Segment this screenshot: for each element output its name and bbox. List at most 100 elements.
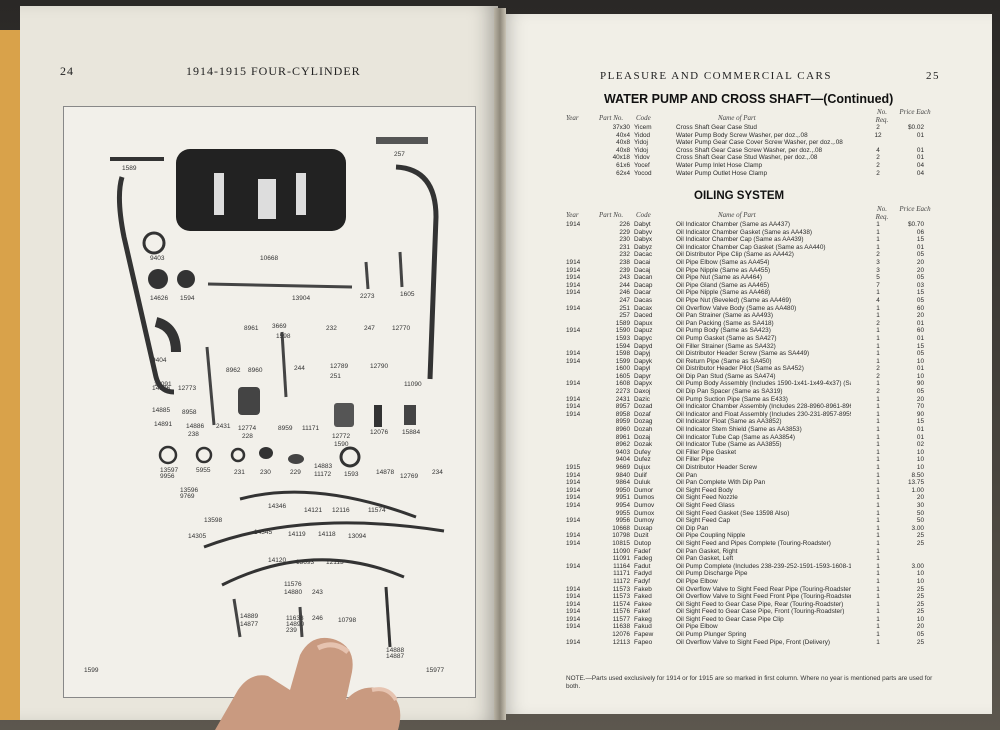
cell-qty-required: 1 — [876, 380, 880, 388]
cell-part-no: 62x4 — [616, 169, 630, 177]
cell-year: 1914 — [566, 600, 581, 608]
cell-part-name: Oil Indicator Chamber (Same as AA437) — [676, 221, 791, 228]
cell-part-name: Oil Pan Complete With Dip Pan — [676, 479, 766, 487]
cell-code: Dapuz — [634, 327, 653, 335]
cell-year: 1914 — [566, 486, 581, 494]
cell-part-no: 11172 — [613, 577, 630, 585]
diagram-part-label: 234 — [432, 469, 443, 476]
cell-qty-required: 1 — [876, 593, 880, 601]
cell-code: Fadut — [634, 562, 651, 570]
cell-part-no: 40x8 — [616, 139, 630, 147]
cell-part-no: 1590 — [615, 327, 630, 335]
cell-part-no: 11164 — [613, 562, 630, 570]
cell-part-no: 2273 — [615, 388, 630, 396]
cell-part-no: 8962 — [615, 441, 630, 449]
cell-part-no: 247 — [619, 296, 630, 304]
cell-part-no: 226 — [619, 221, 630, 228]
section-title-water-pump: WATER PUMP AND CROSS SHAFT—(Continued) — [604, 92, 894, 106]
cell-qty-required: 1 — [876, 236, 880, 244]
cell-code: Dapyr — [634, 372, 652, 380]
diagram-part-label: 10668 — [260, 255, 279, 262]
cell-part-name: Oil Indicator Stem Shield (Same as AA385… — [676, 426, 802, 434]
cell-price: 20 — [916, 266, 924, 274]
cell-code: Fakee — [634, 600, 652, 608]
cell-price: 15 — [916, 289, 924, 297]
cell-part-name: Oil Sight Feed Nozzle — [676, 494, 738, 502]
cell-part-no: 12113 — [612, 638, 630, 646]
diagram-part-label: 244 — [294, 365, 305, 372]
cell-code: Dozag — [634, 418, 653, 426]
cell-qty-required: 1 — [876, 501, 880, 509]
cell-qty-required: 1 — [876, 327, 880, 335]
cell-price: 10 — [916, 456, 924, 464]
cell-part-name: Oil Dip Pan Stud (Same as SA474) — [676, 372, 776, 380]
diagram-part-label: 14121 — [304, 507, 323, 514]
cell-part-no: 11574 — [612, 600, 630, 608]
cell-part-name: Oil Pipe Nut (Same as AA464) — [676, 274, 762, 282]
cell-part-name: Water Pump Body Screw Washer, per doz.,.… — [676, 131, 808, 139]
diagram-part-label: 12770 — [392, 325, 411, 332]
diagram-part-label: 243 — [312, 589, 323, 596]
cell-part-name: Water Pump Gear Case Cover Screw Washer,… — [676, 139, 843, 147]
cell-year: 1914 — [566, 281, 581, 289]
cell-part-name: Oil Distributor Header Pilot (Same as SA… — [676, 365, 804, 373]
cell-price: 25 — [916, 593, 924, 601]
diagram-part-label: 9403 — [150, 255, 165, 262]
diagram-part-label: 239 — [286, 627, 297, 634]
left-gasket-shape — [116, 176, 175, 395]
cell-part-name: Oil Pump Gasket (Same as SA427) — [676, 334, 777, 342]
cell-code: Yidoj — [634, 139, 648, 147]
diagram-part-label: 11171 — [302, 425, 320, 432]
cell-part-no: 11090 — [612, 547, 630, 555]
cell-price: 90 — [916, 380, 924, 388]
cell-code: Fadeg — [634, 555, 653, 563]
cell-code: Dapyl — [634, 365, 651, 373]
cell-qty-required: 1 — [876, 479, 880, 487]
cell-price: 25 — [916, 532, 924, 540]
cell-part-no: 2431 — [615, 395, 630, 403]
cell-year: 1914 — [566, 517, 581, 525]
diagram-part-label: 14883 — [314, 463, 333, 470]
cell-part-no: 229 — [619, 228, 630, 236]
cell-qty-required: 1 — [876, 441, 880, 449]
diagram-part-label: 12116 — [332, 507, 350, 514]
cell-year: 1914 — [566, 410, 581, 418]
cell-part-name: Oil Pipe Nipple (Same as AA468) — [676, 289, 771, 297]
cell-qty-required: 2 — [876, 365, 880, 373]
cell-part-no: 8960 — [615, 426, 630, 434]
cell-year: 1914 — [566, 266, 581, 274]
cell-price: 01 — [916, 365, 924, 373]
cell-qty-required: 1 — [876, 410, 880, 418]
cell-price: 05 — [916, 388, 924, 396]
diagram-part-label: 11574 — [368, 507, 386, 514]
cell-part-no: 11573 — [612, 585, 630, 593]
cell-year: 1914 — [566, 562, 581, 570]
hand-shape — [215, 637, 401, 730]
cell-code: Dapux — [634, 319, 653, 327]
cell-code: Dabyv — [634, 228, 653, 236]
cell-price: 06 — [916, 228, 924, 236]
cell-price: 20 — [916, 395, 924, 403]
diagram-part-label: 12773 — [178, 385, 197, 392]
diagram-part-label: 8961 — [244, 325, 259, 332]
diagram-part-label: 1589 — [122, 165, 137, 172]
cell-qty-required: 1 — [876, 228, 880, 236]
cell-part-no: 40x4 — [616, 131, 630, 139]
diagram-part-label: 12789 — [330, 363, 349, 370]
cell-part-no: 11091 — [612, 555, 630, 563]
cell-code: Daxoj — [634, 388, 651, 396]
cell-part-name: Water Pump Inlet Hose Clamp — [676, 161, 763, 169]
cell-price: 25 — [916, 600, 924, 608]
s1-col-price: Price Each — [899, 108, 931, 116]
cell-year: 1914 — [566, 258, 581, 266]
diagram-part-label: 231 — [234, 469, 245, 476]
cell-part-no: 1600 — [615, 365, 630, 373]
cell-code: Duluk — [634, 479, 651, 487]
cell-part-no: 40x18 — [612, 154, 630, 162]
cell-qty-required: 2 — [876, 124, 880, 131]
diagram-part-label: 14305 — [188, 533, 207, 540]
cell-part-no: 9840 — [615, 471, 630, 479]
diagram-part-label: 11091 — [154, 381, 172, 388]
diagram-part-label: 12113 — [326, 559, 344, 566]
